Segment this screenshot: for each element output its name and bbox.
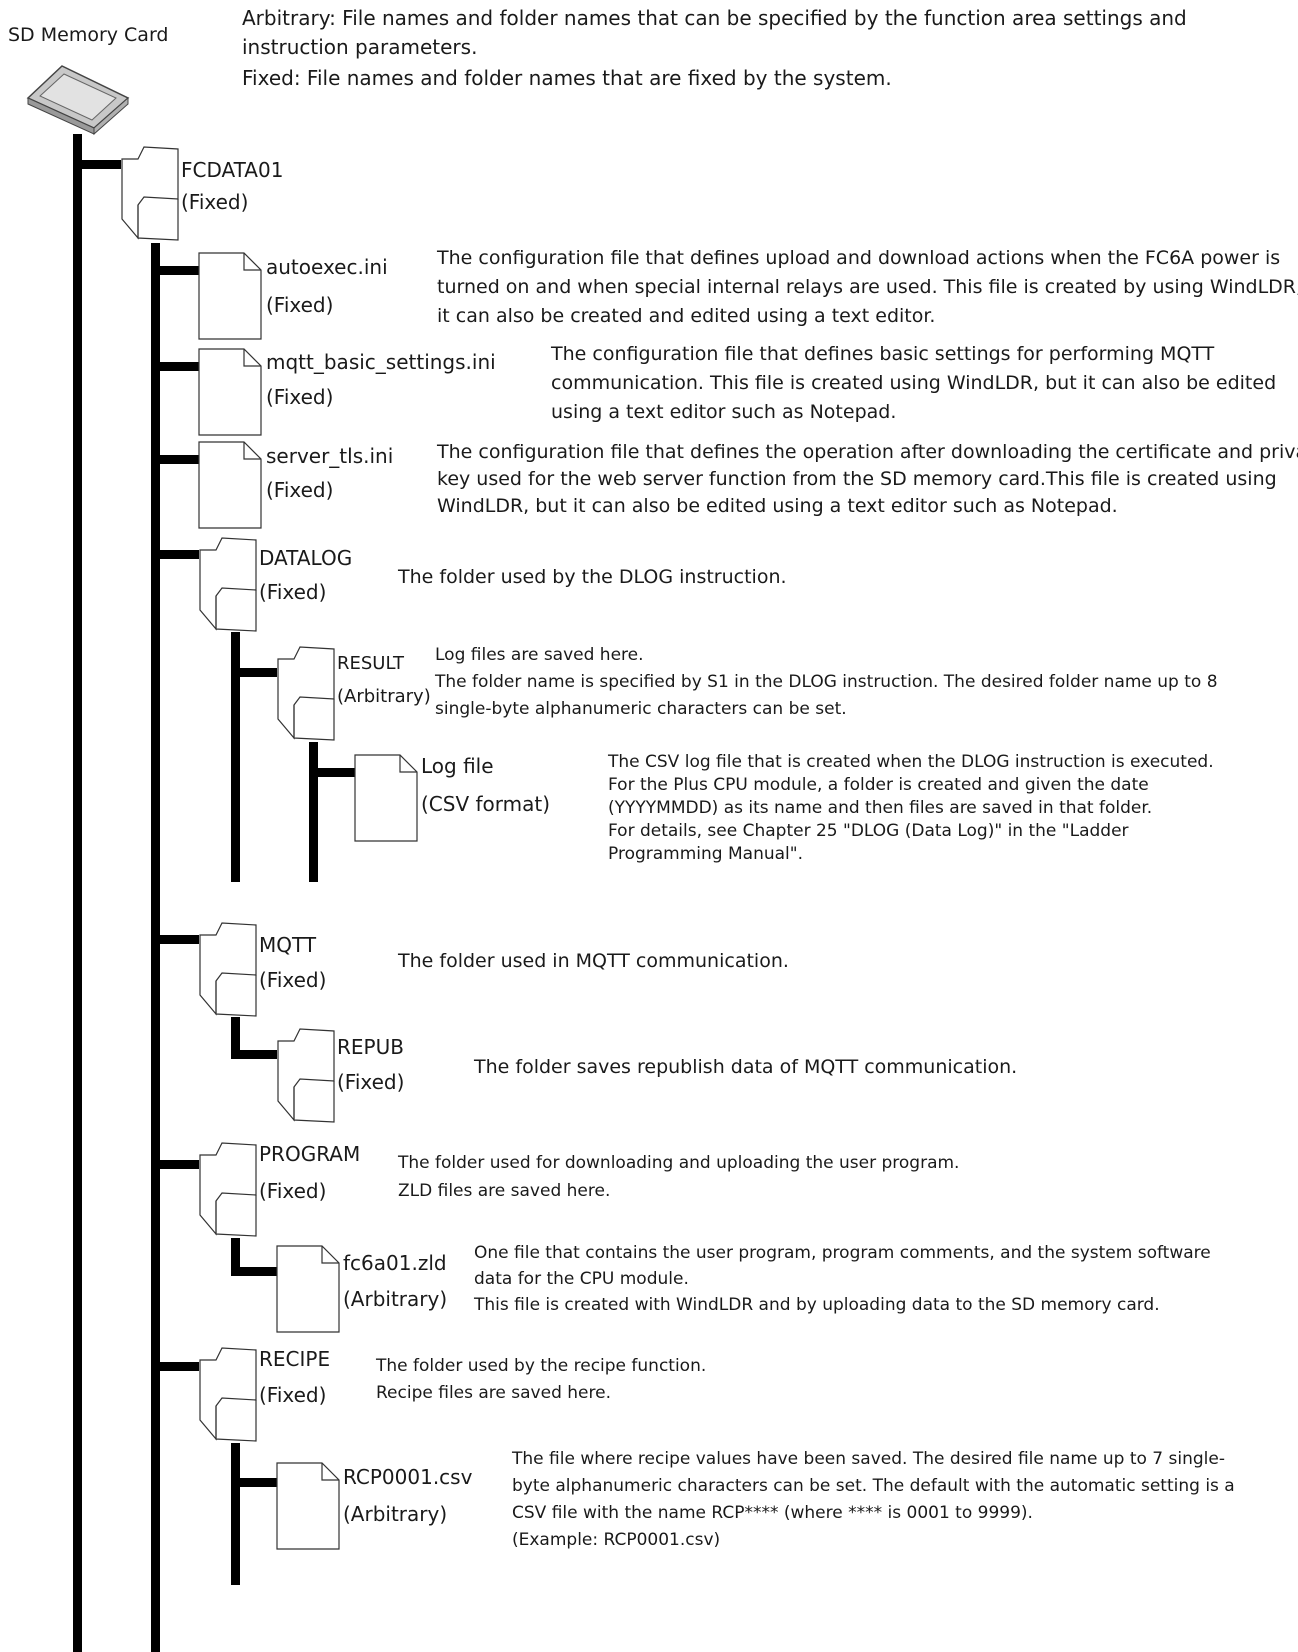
file-name-server-tls: server_tls.ini [266,444,394,468]
legend-arbitrary-line2: instruction parameters. [242,35,478,59]
desc-logfile-5: Programming Manual". [608,844,803,864]
connector-program [151,1160,199,1169]
connector-server-tls [151,455,199,464]
desc-zld-1: One file that contains the user program,… [474,1243,1211,1263]
desc-rcp-2: byte alphanumeric characters can be set.… [512,1476,1235,1496]
connector-recipe [151,1362,199,1371]
desc-result-1: Log files are saved here. [435,645,644,665]
tree-line-mqtt [231,1017,240,1059]
folder-icon [199,537,257,632]
connector-zld [231,1267,277,1276]
desc-program-2: ZLD files are saved here. [398,1181,611,1201]
desc-rcp-1: The file where recipe values have been s… [512,1449,1225,1469]
file-icon [276,1245,340,1333]
folder-tag-mqtt: (Fixed) [259,968,327,992]
desc-logfile-4: For details, see Chapter 25 "DLOG (Data … [608,821,1129,841]
desc-repub: The folder saves republish data of MQTT … [474,1056,1018,1078]
connector-mqtt-basic [151,362,199,371]
folder-name-program: PROGRAM [259,1142,361,1166]
folder-name-mqtt: MQTT [259,933,317,957]
file-tag-autoexec: (Fixed) [266,293,334,317]
desc-autoexec-1: The configuration file that defines uplo… [437,247,1281,269]
connector-repub [231,1050,277,1059]
desc-autoexec-3: it can also be created and edited using … [437,305,936,327]
file-icon [354,754,418,842]
file-icon [198,348,262,436]
folder-tag-fcdata01: (Fixed) [181,190,249,214]
desc-result-2: The folder name is specified by S1 in th… [435,672,1218,692]
desc-recipe-1: The folder used by the recipe function. [376,1356,707,1376]
file-icon [276,1462,340,1550]
desc-rcp-4: (Example: RCP0001.csv) [512,1530,721,1550]
desc-logfile-1: The CSV log file that is created when th… [608,752,1214,772]
tree-line-fcdata [151,243,160,1652]
desc-mqtt-basic-3: using a text editor such as Notepad. [551,401,897,423]
tree-line-recipe [231,1443,240,1585]
folder-tag-datalog: (Fixed) [259,580,327,604]
file-name-autoexec: autoexec.ini [266,255,388,279]
connector-result [231,668,277,677]
folder-name-fcdata01: FCDATA01 [181,158,284,182]
folder-icon [121,146,179,241]
folder-name-repub: REPUB [337,1035,404,1059]
desc-result-3: single-byte alphanumeric characters can … [435,699,847,719]
file-name-mqtt-basic: mqtt_basic_settings.ini [266,350,496,374]
tree-line-root [73,134,82,1652]
desc-program-1: The folder used for downloading and uplo… [398,1153,960,1173]
connector-rcp [231,1478,277,1487]
legend-arbitrary-line1: Arbitrary: File names and folder names t… [242,6,1187,30]
connector-autoexec [151,266,199,275]
folder-icon [199,922,257,1017]
folder-name-result: RESULT [337,653,405,674]
connector-datalog [151,550,199,559]
file-icon [198,441,262,529]
folder-icon [277,1028,335,1123]
connector-mqtt [151,935,199,944]
file-name-logfile: Log file [421,754,494,778]
file-tag-logfile: (CSV format) [421,792,551,816]
folder-tag-result: (Arbitrary) [337,686,431,707]
connector-logfile [309,768,355,777]
desc-datalog: The folder used by the DLOG instruction. [398,566,787,588]
desc-server-tls-1: The configuration file that defines the … [437,441,1298,463]
folder-tag-recipe: (Fixed) [259,1383,327,1407]
folder-name-datalog: DATALOG [259,546,353,570]
folder-tag-repub: (Fixed) [337,1070,405,1094]
file-tag-mqtt-basic: (Fixed) [266,385,334,409]
file-tag-server-tls: (Fixed) [266,478,334,502]
tree-line-result [309,742,318,882]
desc-mqtt: The folder used in MQTT communication. [398,950,789,972]
desc-server-tls-3: WindLDR, but it can also be edited using… [437,495,1118,517]
desc-recipe-2: Recipe files are saved here. [376,1383,611,1403]
sd-card-label: SD Memory Card [8,24,169,46]
file-tag-rcp: (Arbitrary) [343,1502,448,1526]
folder-tag-program: (Fixed) [259,1179,327,1203]
desc-server-tls-2: key used for the web server function fro… [437,468,1277,490]
desc-logfile-3: (YYYYMMDD) as its name and then files ar… [608,798,1153,818]
file-tag-zld: (Arbitrary) [343,1287,448,1311]
desc-rcp-3: CSV file with the name RCP**** (where **… [512,1503,1033,1523]
legend-fixed: Fixed: File names and folder names that … [242,66,892,90]
folder-name-recipe: RECIPE [259,1347,331,1371]
file-name-zld: fc6a01.zld [343,1251,447,1275]
tree-line-program [231,1238,240,1276]
desc-zld-3: This file is created with WindLDR and by… [474,1295,1160,1315]
desc-mqtt-basic-1: The configuration file that defines basi… [551,343,1215,365]
desc-logfile-2: For the Plus CPU module, a folder is cre… [608,775,1149,795]
folder-icon [199,1347,257,1442]
tree-line-datalog [231,632,240,882]
folder-icon [277,646,335,741]
connector-fcdata [73,160,121,169]
file-icon [198,252,262,340]
desc-autoexec-2: turned on and when special internal rela… [437,276,1298,298]
desc-mqtt-basic-2: communication. This file is created usin… [551,372,1277,394]
desc-zld-2: data for the CPU module. [474,1269,689,1289]
sd-card-icon [26,65,130,136]
folder-icon [199,1142,257,1237]
file-name-rcp: RCP0001.csv [343,1465,473,1489]
